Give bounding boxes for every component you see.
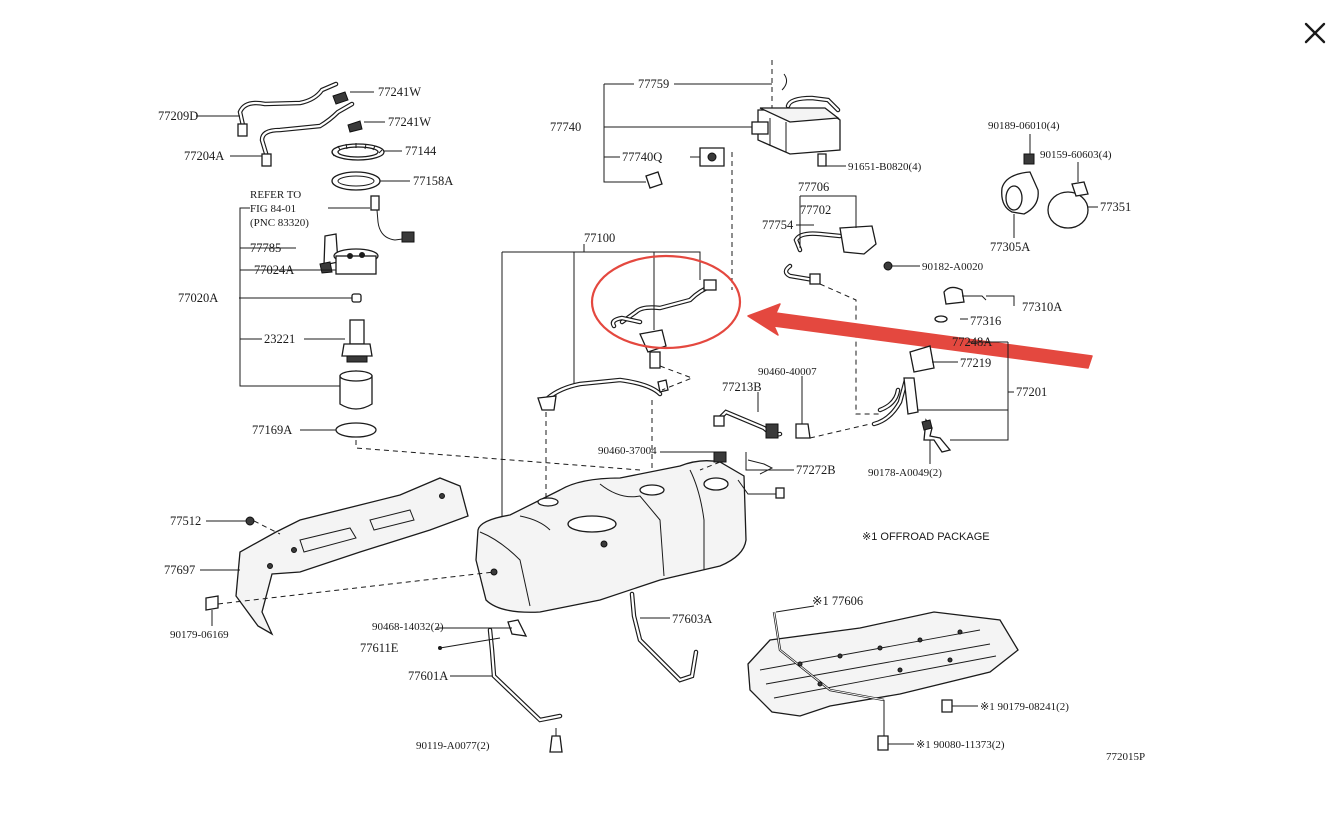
label-90119-A0077: 90119-A0077(2) (416, 740, 490, 752)
label-90468-14032: 90468-14032(2) (372, 621, 444, 633)
label-77706: 77706 (798, 180, 829, 194)
label-77213B: 77213B (722, 380, 762, 394)
skid-plate-77606 (747, 611, 1019, 751)
label-77316: 77316 (970, 314, 1001, 328)
clip-77020A (351, 293, 362, 303)
label-23221: 23221 (264, 332, 295, 346)
label-77512: 77512 (170, 514, 201, 528)
red-highlight-annotation (590, 254, 1093, 369)
label-refer-pnc: (PNC 83320) (250, 217, 309, 229)
close-button[interactable] (1300, 18, 1330, 48)
bracket-77272B (737, 459, 785, 499)
label-77100: 77100 (584, 231, 615, 245)
ring-nut-77144 (331, 143, 385, 161)
fuel-tank (475, 460, 747, 613)
label-91651-B0820: 91651-B0820(4) (848, 161, 922, 173)
label-90460-40007: 90460-40007 (758, 366, 817, 378)
label-77611E: 77611E (360, 641, 399, 655)
label-77740: 77740 (550, 120, 581, 134)
label-77759: 77759 (638, 77, 669, 91)
label-90159-60603: 90159-60603(4) (1040, 149, 1112, 161)
part-labels: 77209D 77204A 77241W 77241W 77144 77158A… (158, 77, 1145, 763)
label-77754: 77754 (762, 218, 794, 232)
label-77305A: 77305A (990, 240, 1030, 254)
highlight-circle (590, 254, 742, 350)
label-90179-08241: ※1 90179-08241(2) (980, 701, 1069, 713)
label-77209D: 77209D (158, 109, 198, 123)
label-77606: ※1 77606 (812, 594, 863, 608)
tank-straps (438, 591, 699, 753)
label-77310A: 77310A (1022, 300, 1062, 314)
label-77219: 77219 (960, 356, 991, 370)
label-77697: 77697 (164, 563, 195, 577)
label-77241W: 77241W (378, 85, 421, 99)
close-icon (1304, 22, 1326, 44)
fuel-sender-assembly (319, 195, 415, 275)
label-77024A: 77024A (254, 263, 294, 277)
label-77020A: 77020A (178, 291, 218, 305)
breather-pipe-77100 (537, 279, 717, 411)
label-77740Q: 77740Q (622, 150, 662, 164)
gasket-77158A (331, 171, 381, 191)
label-90189-06010: 90189-06010(4) (988, 120, 1060, 132)
label-offroad-package: ※1 OFFROAD PACKAGE (862, 531, 990, 543)
charcoal-canister-77740 (645, 73, 841, 189)
highlight-arrow (747, 303, 1093, 369)
label-77201: 77201 (1016, 385, 1047, 399)
fuel-pump-23221 (341, 319, 373, 363)
label-77272B: 77272B (796, 463, 836, 477)
label-77158A: 77158A (413, 174, 453, 188)
label-90460-37004: 90460-37004 (598, 445, 657, 457)
label-77785: 77785 (250, 241, 281, 255)
label-figure-code: 772015P (1106, 751, 1145, 763)
label-77204A: 77204A (184, 149, 224, 163)
o-ring-77169A (335, 422, 377, 438)
label-refer-fig: FIG 84-01 (250, 203, 296, 215)
label-77241W: 77241W (388, 115, 431, 129)
fuel-cap-77310A (934, 286, 987, 323)
label-90080-11373: ※1 90080-11373(2) (916, 739, 1005, 751)
fuel-hose-77213B (713, 409, 811, 463)
label-77603A: 77603A (672, 612, 712, 626)
pump-strainer (339, 370, 373, 410)
heat-shield-77697 (205, 477, 469, 636)
fuel-lines-group (237, 81, 363, 167)
label-77144: 77144 (405, 144, 437, 158)
label-77702: 77702 (800, 203, 831, 217)
label-77248A: 77248A (952, 335, 992, 349)
vent-valve-group (783, 225, 893, 285)
label-refer-to: REFER TO (250, 189, 301, 201)
label-90182-A0020: 90182-A0020 (922, 261, 984, 273)
fuel-lid-group (1001, 153, 1089, 229)
label-77351: 77351 (1100, 200, 1131, 214)
filler-pipe-77201 (871, 345, 952, 453)
label-90179-06169: 90179-06169 (170, 629, 229, 641)
label-77169A: 77169A (252, 423, 292, 437)
label-77601A: 77601A (408, 669, 448, 683)
label-90178-A0049: 90178-A0049(2) (868, 467, 942, 479)
